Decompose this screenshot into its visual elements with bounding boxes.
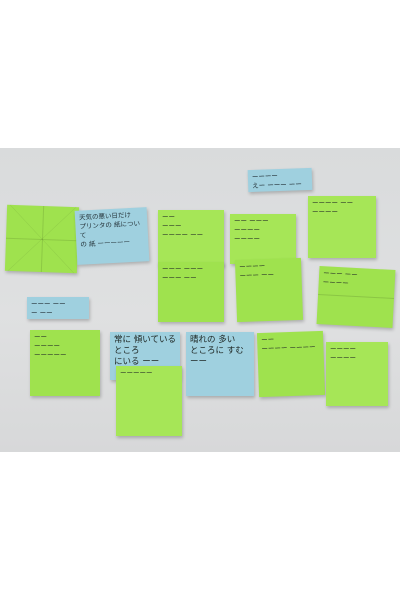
sticky-note-green-col2-lower: ーーーー ーーー ーー [234, 257, 304, 323]
note-text: ーー ーーーー ーーーーー [34, 333, 67, 359]
note-text: ーーーー ーー ーーーー [312, 199, 354, 216]
note-text: ーー ーーーー ーーーー [261, 335, 316, 354]
sticky-note-blue-bottom-3: 晴れの 多い ところに すむ ーー [186, 332, 254, 396]
sticky-note-green-bottom-4: ーー ーーーー ーーーー [256, 330, 326, 398]
sticky-note-green-col2-top: ーー ーーー ーーーー ーーーー [230, 214, 296, 264]
sticky-note-green-bottom-2: ーーーーー [116, 366, 182, 436]
sticky-note-blue-small-left: ーーー ーー ー ーー [27, 297, 89, 319]
fold-crease [318, 294, 395, 299]
note-text: ーーー ーー ーーーー [322, 269, 358, 288]
sticky-note-green-col1-lower: ーーー ーーー ーーー ーー [158, 262, 224, 322]
note-text: ーーー ーーー ーーー ーー [162, 265, 204, 282]
note-text: ーーーー ーーー ーー [239, 262, 275, 281]
note-text: ーーーー ーーーー [330, 345, 356, 362]
sticky-note-green-bottom-1: ーー ーーーー ーーーーー [30, 330, 100, 396]
sticky-note-green-col1-top: ーー ーーー ーーーー ーー [158, 210, 224, 266]
note-text: ーーーーー [120, 369, 153, 377]
note-text: 常に 傾いているところ にいる ーー [114, 335, 176, 367]
note-text: 晴れの 多い ところに すむ ーー [190, 335, 244, 367]
note-text: ーーーー えー ーーー ーーーー [251, 172, 302, 192]
note-text: ーー ーーー ーーーー ーー [162, 213, 204, 239]
note-text: ーー ーーー ーーーー ーーーー [234, 217, 269, 243]
fold-creases [4, 204, 80, 274]
sticky-note-green-folded-right: ーーー ーー ーーーー [316, 266, 396, 328]
sticky-note-green-folded [4, 204, 80, 274]
sticky-note-green-col3-top: ーーーー ーー ーーーー [308, 196, 376, 258]
sticky-note-blue-top: ーーーー えー ーーー ーーーー [247, 167, 313, 193]
sticky-note-blue-weather: 天気の悪い日だけ プリンタの 紙について の 紙 ーーーーー [74, 207, 150, 265]
note-text: ーーー ーー ー ーー [31, 300, 66, 317]
sticky-note-green-bottom-5: ーーーー ーーーー [326, 342, 388, 406]
note-text: 天気の悪い日だけ プリンタの 紙について の 紙 ーーーーー [78, 210, 141, 249]
